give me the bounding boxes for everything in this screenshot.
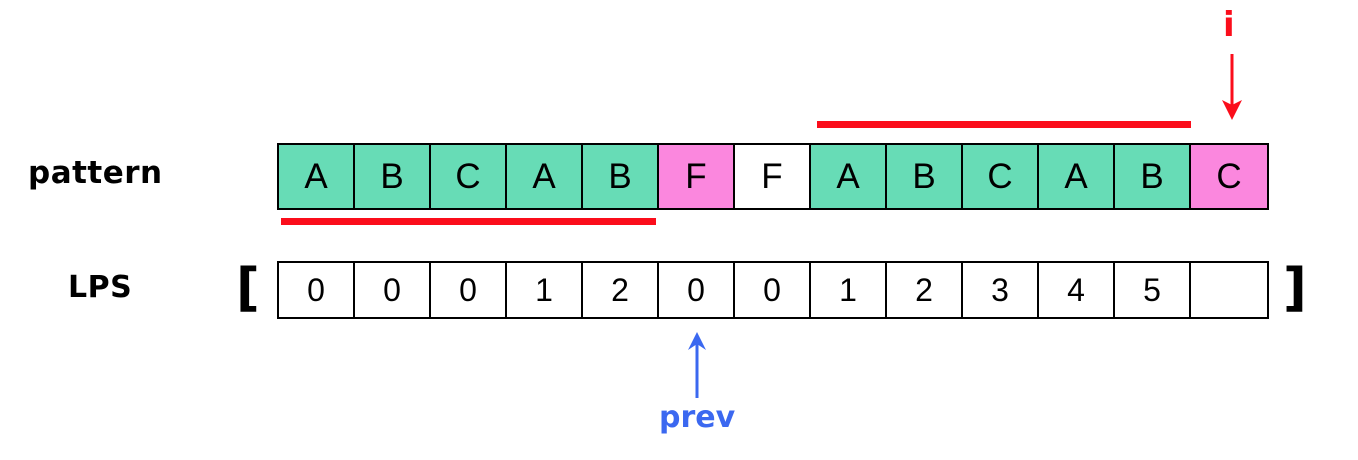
lps-row-label: LPS bbox=[68, 270, 133, 305]
lps-cell[interactable]: 0 bbox=[735, 263, 811, 317]
lps-cell[interactable]: 2 bbox=[583, 263, 659, 317]
pointer-arrow-down-i bbox=[1222, 54, 1242, 120]
lps-cell[interactable]: 0 bbox=[355, 263, 431, 317]
pointer-arrow-up-prev bbox=[688, 332, 706, 398]
pattern-cell[interactable]: A bbox=[811, 145, 887, 208]
lps-cell[interactable] bbox=[1191, 263, 1267, 317]
lps-cell[interactable]: 0 bbox=[279, 263, 355, 317]
pattern-cell[interactable]: F bbox=[659, 145, 735, 208]
pattern-cell[interactable]: B bbox=[887, 145, 963, 208]
lps-cell[interactable]: 4 bbox=[1039, 263, 1115, 317]
pattern-cell[interactable]: B bbox=[355, 145, 431, 208]
pattern-cell[interactable]: F bbox=[735, 145, 811, 208]
lps-cell[interactable]: 1 bbox=[507, 263, 583, 317]
pattern-cell[interactable]: A bbox=[507, 145, 583, 208]
pattern-row-label: pattern bbox=[28, 155, 163, 191]
prefix-highlight-bar bbox=[281, 218, 656, 225]
pointer-label-i: i bbox=[1223, 5, 1235, 45]
pattern-cell[interactable]: C bbox=[1191, 145, 1267, 208]
lps-cell[interactable]: 3 bbox=[963, 263, 1039, 317]
pointer-label-prev: prev bbox=[659, 400, 736, 435]
lps-cell[interactable]: 5 bbox=[1115, 263, 1191, 317]
lps-cell[interactable]: 2 bbox=[887, 263, 963, 317]
lps-cell-row: 0 0 0 1 2 0 0 1 2 3 4 5 bbox=[277, 261, 1269, 319]
lps-cell[interactable]: 0 bbox=[659, 263, 735, 317]
pattern-cell[interactable]: A bbox=[279, 145, 355, 208]
lps-cell[interactable]: 0 bbox=[431, 263, 507, 317]
lps-open-bracket: [ bbox=[236, 258, 260, 318]
suffix-highlight-bar bbox=[817, 121, 1191, 128]
pattern-cell[interactable]: C bbox=[963, 145, 1039, 208]
pattern-cell[interactable]: B bbox=[1115, 145, 1191, 208]
lps-close-bracket: ] bbox=[1283, 258, 1307, 318]
pattern-cell[interactable]: B bbox=[583, 145, 659, 208]
lps-cell[interactable]: 1 bbox=[811, 263, 887, 317]
pattern-cell[interactable]: C bbox=[431, 145, 507, 208]
pattern-cell-row: A B C A B F F A B C A B C bbox=[277, 143, 1269, 210]
pattern-cell[interactable]: A bbox=[1039, 145, 1115, 208]
